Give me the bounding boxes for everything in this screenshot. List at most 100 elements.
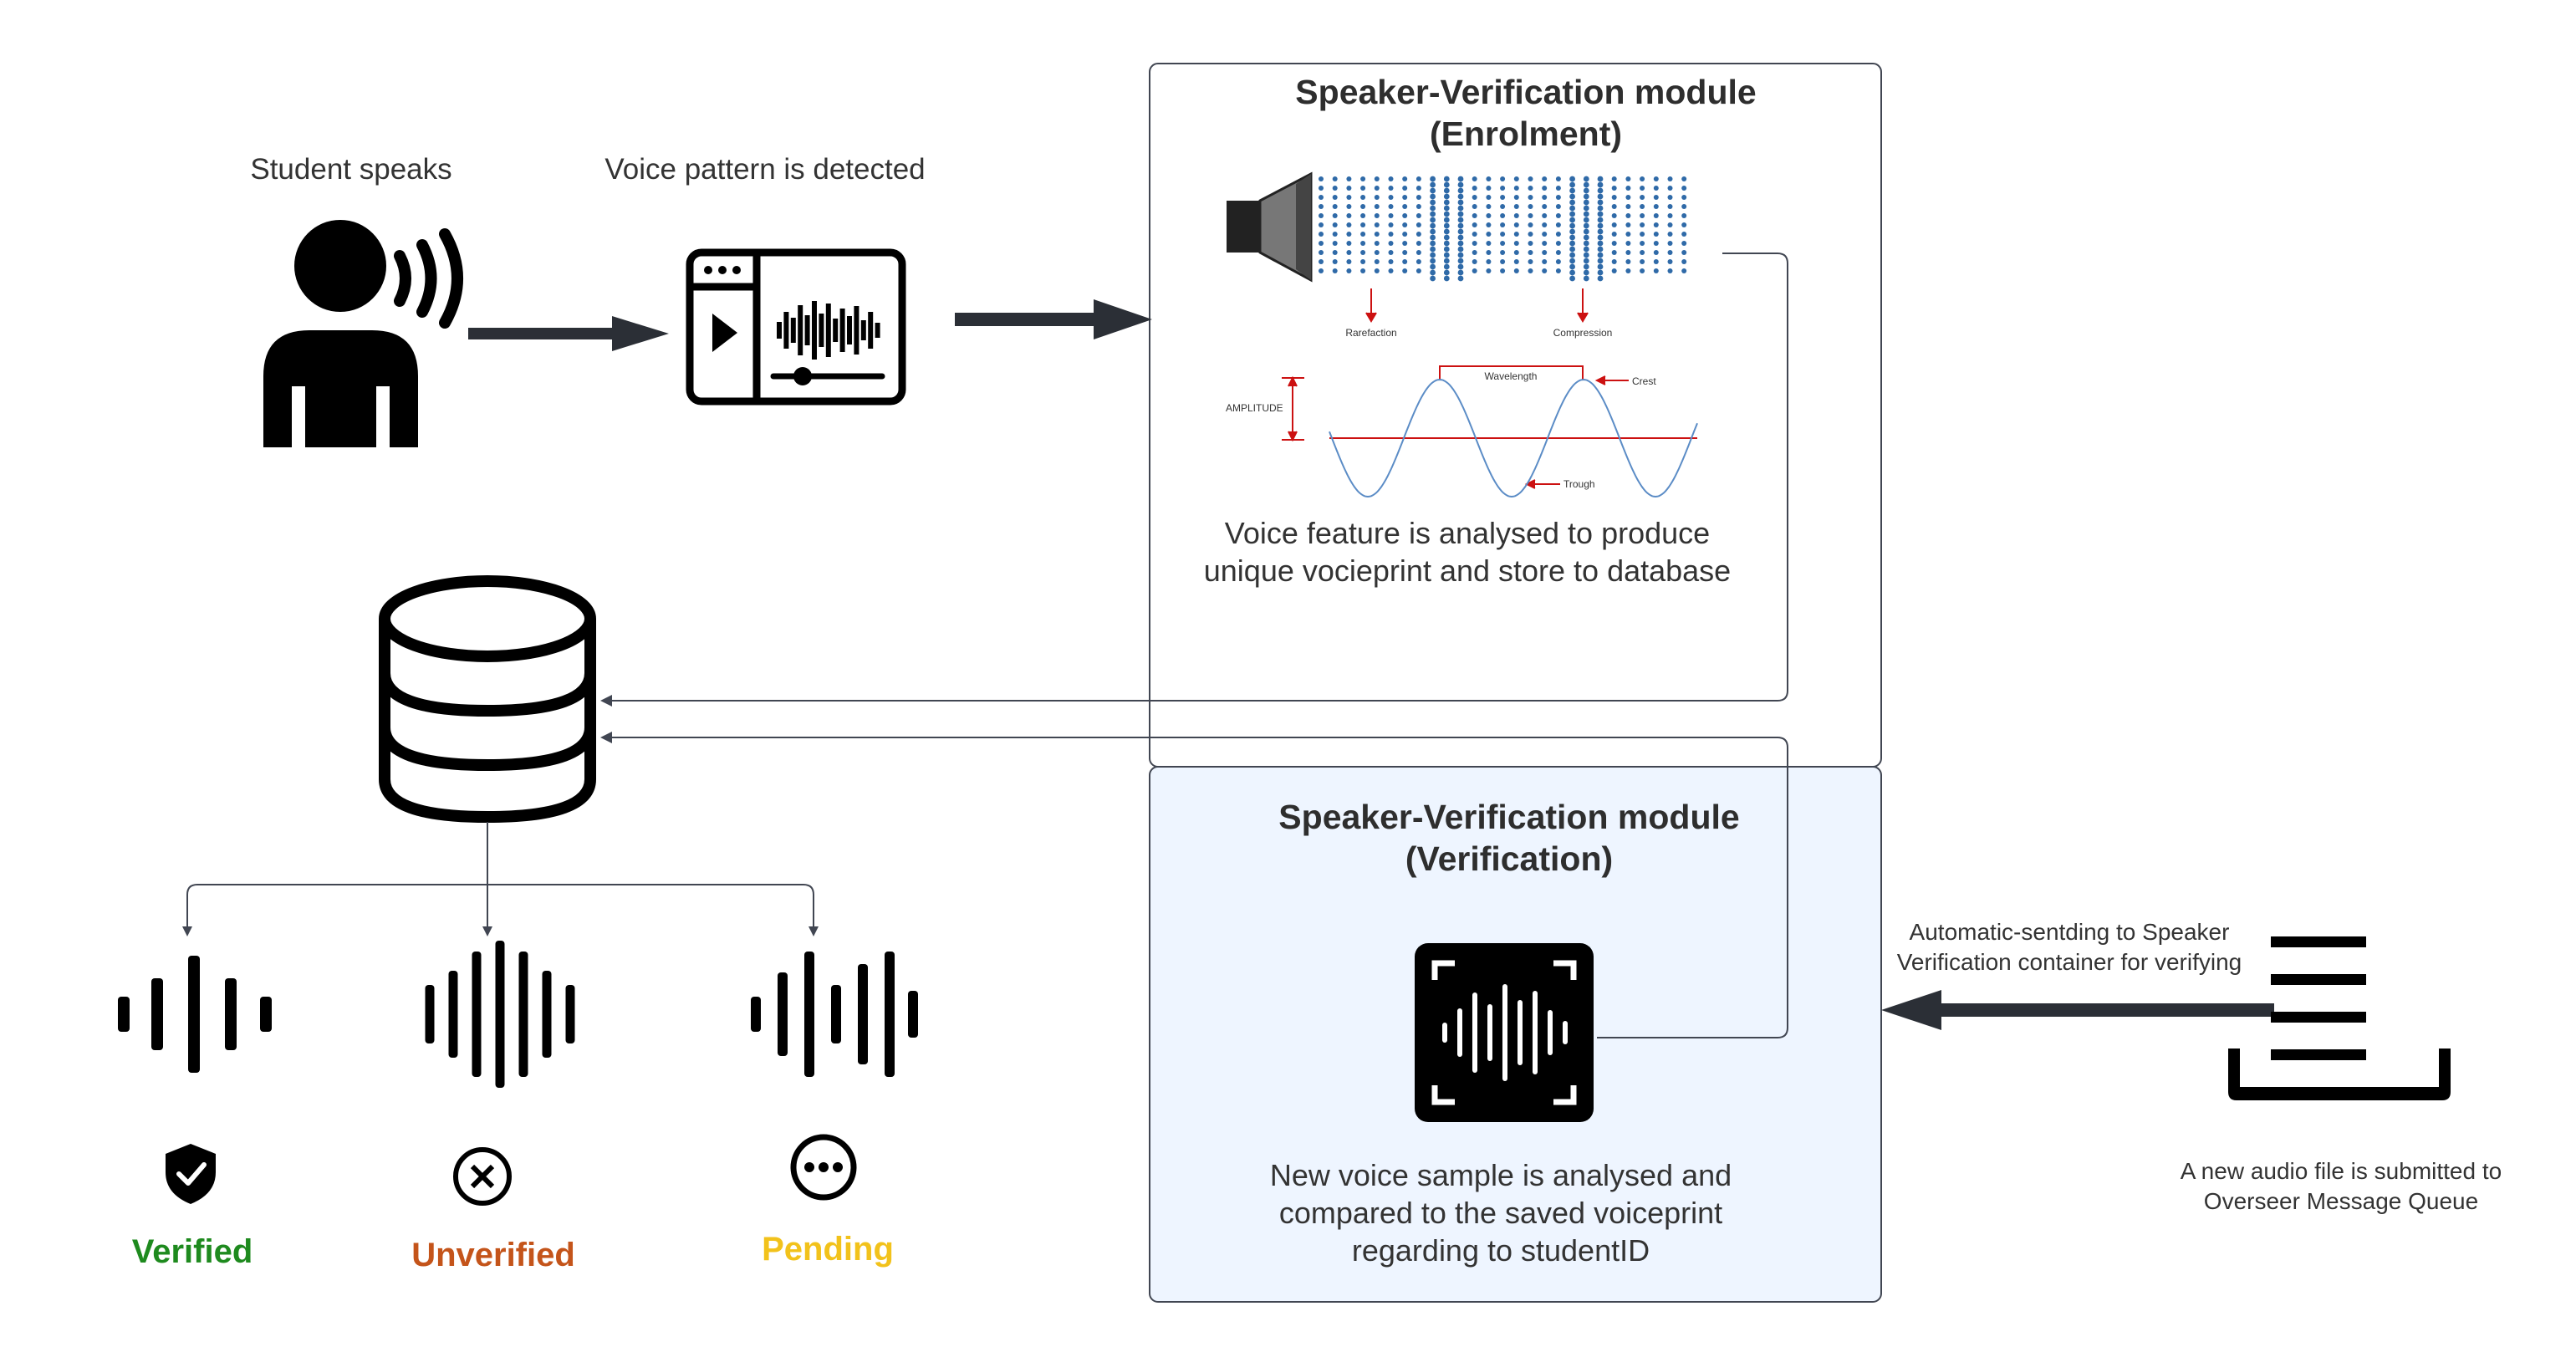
wave-dot — [1332, 186, 1338, 191]
wave-dot — [1611, 232, 1617, 237]
audio-file-line2: Overseer Message Queue — [2203, 1188, 2479, 1214]
wave-dot — [1457, 217, 1464, 223]
wave-dot — [1597, 199, 1604, 206]
crest-label: Crest — [1632, 375, 1656, 387]
wave-dot — [1555, 186, 1561, 191]
wave-dot — [1360, 213, 1366, 218]
enrolment-desc-line1: Voice feature is analysed to produce — [1224, 516, 1711, 550]
wave-dot — [1513, 186, 1519, 191]
wave-dot — [1457, 187, 1464, 194]
wave-bar — [831, 985, 841, 1043]
scan-wave-bar — [1487, 1004, 1492, 1061]
wave-dot — [1625, 176, 1631, 181]
wave-dot — [1597, 246, 1604, 253]
wave-dot — [1597, 275, 1604, 282]
wave-dot — [1319, 186, 1324, 191]
wave-dot — [1500, 268, 1506, 273]
wave-dot — [1472, 232, 1477, 237]
wave-dot — [1346, 268, 1352, 273]
wave-dot — [1569, 240, 1575, 247]
wave-dot — [1583, 205, 1589, 212]
wave-dot — [1681, 204, 1687, 209]
wave-dot — [1457, 263, 1464, 270]
waveform-pending-icon — [751, 952, 918, 1077]
wave-dot — [1611, 250, 1617, 255]
wave-dot — [1513, 195, 1519, 200]
wave-dot — [1443, 199, 1450, 206]
wave-dot — [1443, 181, 1450, 188]
wave-bar — [751, 997, 761, 1032]
wave-dot — [1360, 176, 1366, 181]
wave-dot — [1402, 250, 1408, 255]
wave-dot — [1430, 263, 1436, 270]
detector-wave-bar — [833, 319, 839, 342]
wave-dot — [1625, 259, 1631, 264]
wave-dot — [1653, 250, 1659, 255]
detector-wave-bar — [812, 301, 817, 360]
wave-dot — [1611, 195, 1617, 200]
wave-dot — [1542, 204, 1548, 209]
wave-dot — [1402, 241, 1408, 246]
wave-dot — [1583, 187, 1589, 194]
scan-wave-bar — [1533, 991, 1538, 1074]
enrolment-title: Speaker-Verification module (Enrolment) — [1191, 71, 1860, 155]
wave-dot — [1569, 228, 1575, 235]
wave-dot — [1332, 195, 1338, 200]
wave-dot — [1360, 232, 1366, 237]
wave-dot — [1611, 268, 1617, 273]
auto-send-line1: Automatic-sentding to Speaker — [1909, 919, 2230, 945]
wave-bar — [188, 956, 200, 1073]
wave-annotations — [1282, 288, 1697, 489]
waveform-verified-icon — [118, 956, 272, 1073]
auto-send-label: Automatic-sentding to Speaker Verificati… — [1852, 917, 2287, 977]
wave-dot — [1667, 241, 1673, 246]
circle-x-icon — [453, 1147, 512, 1206]
wave-dot — [1443, 240, 1450, 247]
wave-dot — [1346, 186, 1352, 191]
wave-dot — [1416, 259, 1421, 264]
wave-dot — [1402, 259, 1408, 264]
verification-title: Speaker-Verification module (Verificatio… — [1175, 796, 1844, 880]
wave-dot — [1430, 193, 1436, 200]
wave-dot — [1583, 269, 1589, 276]
detector-wave-bar — [804, 315, 810, 345]
wave-dot — [1430, 258, 1436, 264]
wave-dot — [1681, 241, 1687, 246]
circle-dots-icon — [790, 1134, 857, 1201]
wave-dot — [1597, 193, 1604, 200]
wave-dot — [1374, 213, 1380, 218]
wave-dot — [1319, 241, 1324, 246]
detector-wave-bar — [875, 323, 880, 338]
wavelength-label: Wavelength — [1485, 370, 1538, 382]
verification-description: New voice sample is analysed and compare… — [1158, 1156, 1844, 1269]
wave-dot — [1443, 193, 1450, 200]
wave-bar — [778, 972, 788, 1056]
wave-dot — [1416, 241, 1421, 246]
audio-file-label: A new audio file is submitted to Oversee… — [2119, 1156, 2563, 1217]
wave-dot — [1597, 176, 1604, 182]
wave-dot — [1667, 213, 1673, 218]
wave-dot — [1583, 199, 1589, 206]
wave-dot — [1486, 268, 1492, 273]
wave-dot — [1332, 213, 1338, 218]
wave-dot — [1360, 186, 1366, 191]
wave-dot — [1486, 241, 1492, 246]
wave-dot — [1472, 186, 1477, 191]
scan-wave-bar — [1442, 1023, 1447, 1043]
voice-detected-label: Voice pattern is detected — [604, 153, 926, 186]
sound-wave-dots — [1319, 176, 1687, 282]
wave-dot — [1430, 199, 1436, 206]
wave-dot — [1472, 213, 1477, 218]
wave-dot — [1667, 250, 1673, 255]
wave-dot — [1528, 222, 1533, 227]
detector-wave-bar — [854, 306, 860, 355]
wave-bar — [858, 964, 868, 1064]
wave-dot — [1513, 204, 1519, 209]
wave-dot — [1583, 240, 1589, 247]
wave-dot — [1528, 241, 1533, 246]
scan-wave-bar — [1563, 1021, 1568, 1044]
wave-dot — [1681, 222, 1687, 227]
wave-dot — [1555, 241, 1561, 246]
detector-wave-bar — [847, 316, 852, 344]
detector-wave-bar — [777, 322, 782, 339]
